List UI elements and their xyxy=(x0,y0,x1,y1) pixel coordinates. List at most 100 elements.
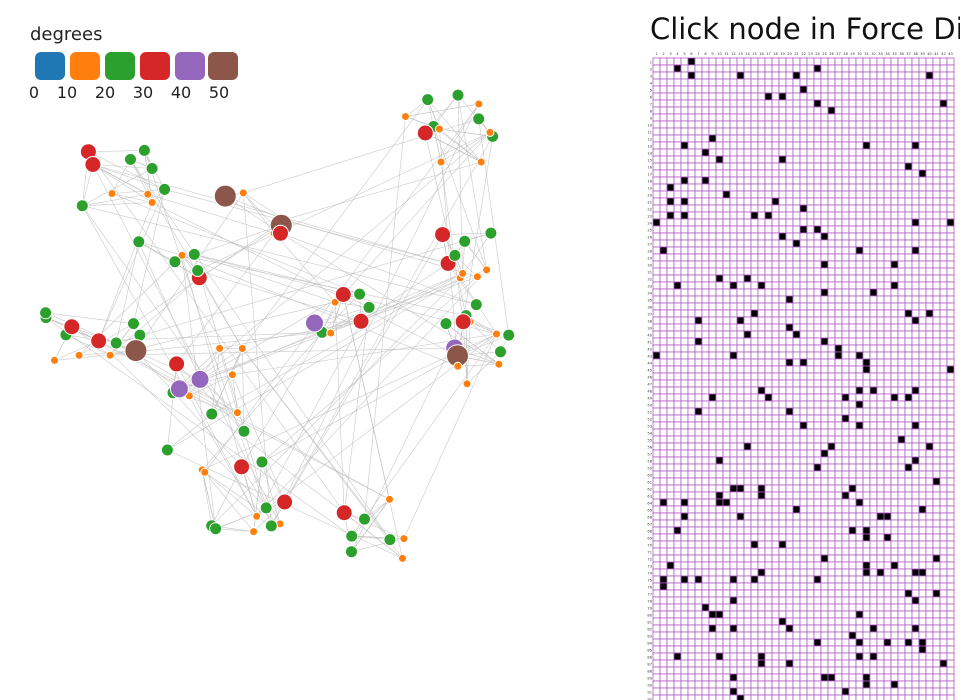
matrix-cell[interactable] xyxy=(904,687,913,696)
matrix-cell[interactable] xyxy=(855,519,864,528)
matrix-cell[interactable] xyxy=(792,554,801,563)
matrix-cell[interactable] xyxy=(799,323,808,332)
matrix-cell[interactable] xyxy=(687,428,696,437)
matrix-cell[interactable] xyxy=(694,148,703,157)
matrix-cell[interactable] xyxy=(715,106,724,115)
matrix-cell[interactable] xyxy=(708,260,717,269)
matrix-cell[interactable] xyxy=(771,400,780,409)
matrix-cell[interactable] xyxy=(918,351,927,360)
matrix-cell[interactable] xyxy=(841,351,850,360)
matrix-cell[interactable] xyxy=(911,330,920,339)
matrix-cell[interactable] xyxy=(876,659,885,668)
matrix-cell[interactable] xyxy=(750,673,759,682)
matrix-cell[interactable] xyxy=(792,561,801,570)
matrix-cell[interactable] xyxy=(673,78,682,87)
matrix-cell[interactable] xyxy=(848,519,857,528)
matrix-cell[interactable] xyxy=(673,540,682,549)
matrix-cell[interactable] xyxy=(659,246,668,255)
matrix-cell[interactable] xyxy=(680,218,689,227)
matrix-cell[interactable] xyxy=(911,358,920,367)
matrix-cell[interactable] xyxy=(799,162,808,171)
matrix-cell[interactable] xyxy=(911,435,920,444)
matrix-cell[interactable] xyxy=(694,694,703,700)
matrix-cell[interactable] xyxy=(911,134,920,143)
matrix-cell[interactable] xyxy=(890,589,899,598)
matrix-cell[interactable] xyxy=(925,169,934,178)
matrix-cell[interactable] xyxy=(813,246,822,255)
matrix-cell[interactable] xyxy=(911,617,920,626)
matrix-cell[interactable] xyxy=(834,260,843,269)
matrix-cell[interactable] xyxy=(904,323,913,332)
matrix-cell[interactable] xyxy=(778,568,787,577)
matrix-cell[interactable] xyxy=(785,505,794,514)
matrix-cell[interactable] xyxy=(806,533,815,542)
matrix-cell[interactable] xyxy=(666,505,675,514)
matrix-cell[interactable] xyxy=(757,393,766,402)
matrix-cell[interactable] xyxy=(904,610,913,619)
matrix-cell[interactable] xyxy=(897,610,906,619)
matrix-cell[interactable] xyxy=(897,652,906,661)
matrix-cell[interactable] xyxy=(911,449,920,458)
matrix-cell[interactable] xyxy=(673,246,682,255)
matrix-cell[interactable] xyxy=(666,57,675,66)
matrix-cell[interactable] xyxy=(862,645,871,654)
matrix-cell[interactable] xyxy=(841,435,850,444)
matrix-cell[interactable] xyxy=(673,680,682,689)
matrix-cell[interactable] xyxy=(792,617,801,626)
matrix-cell[interactable] xyxy=(939,484,948,493)
matrix-cell[interactable] xyxy=(820,659,829,668)
matrix-cell[interactable] xyxy=(890,603,899,612)
matrix-cell[interactable] xyxy=(932,190,941,199)
matrix-cell[interactable] xyxy=(764,253,773,262)
matrix-cell[interactable] xyxy=(680,239,689,248)
matrix-cell[interactable] xyxy=(778,365,787,374)
network-node[interactable] xyxy=(147,198,157,207)
matrix-cell[interactable] xyxy=(848,386,857,395)
matrix-cell[interactable] xyxy=(757,288,766,297)
matrix-cell[interactable] xyxy=(799,631,808,640)
matrix-cell[interactable] xyxy=(897,673,906,682)
matrix-cell[interactable] xyxy=(708,554,717,563)
matrix-cell[interactable] xyxy=(848,106,857,115)
matrix-cell[interactable] xyxy=(673,687,682,696)
matrix-cell[interactable] xyxy=(743,64,752,73)
matrix-cell[interactable] xyxy=(869,162,878,171)
matrix-cell[interactable] xyxy=(883,540,892,549)
matrix-cell[interactable] xyxy=(932,309,941,318)
matrix-cell[interactable] xyxy=(827,421,836,430)
matrix-cell[interactable] xyxy=(890,582,899,591)
matrix-cell[interactable] xyxy=(946,435,955,444)
matrix-cell[interactable] xyxy=(841,624,850,633)
matrix-cell[interactable] xyxy=(722,141,731,150)
network-node[interactable] xyxy=(476,157,486,167)
matrix-cell[interactable] xyxy=(911,323,920,332)
matrix-cell[interactable] xyxy=(820,477,829,486)
matrix-cell[interactable] xyxy=(659,484,668,493)
matrix-cell[interactable] xyxy=(918,554,927,563)
matrix-cell[interactable] xyxy=(708,211,717,220)
matrix-cell[interactable] xyxy=(939,617,948,626)
network-node[interactable] xyxy=(485,127,495,137)
matrix-cell[interactable] xyxy=(876,78,885,87)
matrix-cell[interactable] xyxy=(666,64,675,73)
matrix-cell[interactable] xyxy=(911,99,920,108)
matrix-cell[interactable] xyxy=(855,337,864,346)
matrix-cell[interactable] xyxy=(701,400,710,409)
matrix-cell[interactable] xyxy=(673,526,682,535)
matrix-cell[interactable] xyxy=(778,470,787,479)
matrix-cell[interactable] xyxy=(869,155,878,164)
matrix-cell[interactable] xyxy=(722,680,731,689)
matrix-cell[interactable] xyxy=(701,449,710,458)
matrix-cell[interactable] xyxy=(939,449,948,458)
matrix-cell[interactable] xyxy=(680,400,689,409)
matrix-cell[interactable] xyxy=(904,428,913,437)
matrix-cell[interactable] xyxy=(764,358,773,367)
matrix-cell[interactable] xyxy=(743,358,752,367)
matrix-cell[interactable] xyxy=(743,274,752,283)
matrix-cell[interactable] xyxy=(834,617,843,626)
matrix-cell[interactable] xyxy=(939,148,948,157)
matrix-cell[interactable] xyxy=(939,407,948,416)
matrix-cell[interactable] xyxy=(708,575,717,584)
matrix-cell[interactable] xyxy=(729,183,738,192)
network-node[interactable] xyxy=(238,188,248,198)
